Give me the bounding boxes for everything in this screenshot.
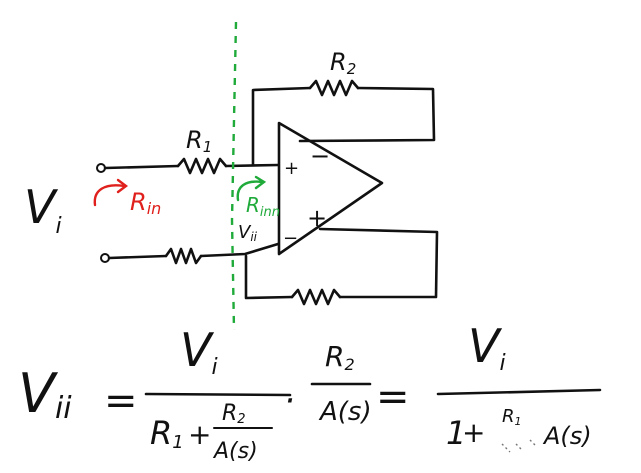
frac1-numerator: Vi (180, 323, 218, 380)
wire-bottom-input (107, 254, 168, 260)
frac3-den-r: R1 (502, 406, 522, 428)
circuit: + − + − (96, 79, 439, 306)
resistor-bottom (164, 247, 203, 265)
opamp-bottom-plus: + (307, 204, 327, 232)
eq-dot: · (284, 381, 295, 421)
feedback-top-left (251, 86, 312, 167)
frac3-den-one: 1 (446, 414, 466, 452)
arrow-r-inn (236, 175, 267, 202)
frac3-bar (436, 388, 602, 396)
frac2-numerator: R2 (325, 340, 355, 374)
frac1-bar (144, 392, 292, 397)
selection-dashes (501, 439, 537, 453)
opamp-top-inner-plus: + (284, 158, 299, 179)
wire-bottom-to-opamp (199, 242, 280, 258)
feedback-bottom-left (244, 254, 294, 300)
label-vii-node: Vii (238, 222, 258, 244)
equation: Vii = Vi R1 + R2 A(s) · R2 A(s) = Vi 1 +… (18, 319, 602, 464)
eq-equals-2: = (376, 374, 410, 420)
opamp-triangle (277, 121, 384, 256)
frac1-den-plus: + (188, 418, 211, 451)
opamp-top-minus: − (310, 142, 330, 170)
frac3-den-as: A(s) (542, 422, 592, 450)
opamp-bottom-inner-minus: − (283, 228, 298, 249)
circuit-labels: R1 R2 Vi Rin Rinn Vii (24, 48, 356, 244)
label-r1: R1 (186, 126, 212, 156)
label-r-inn: Rinn (246, 193, 280, 220)
wire-top-input (103, 164, 180, 170)
feedback-bottom-right (318, 227, 439, 299)
eq-equals-1: = (104, 378, 138, 424)
eq-lhs: Vii (18, 362, 72, 426)
frac1-den-r1: R1 (150, 414, 184, 453)
frac2-denominator: A(s) (318, 397, 372, 427)
resistor-r2-bottom (290, 288, 342, 306)
feedback-top-right (298, 86, 436, 143)
label-vi: Vi (24, 180, 62, 239)
label-r2: R2 (330, 48, 356, 78)
resistor-r1 (176, 157, 228, 175)
resistor-r2-top (308, 79, 360, 97)
frac1-den-r2: R2 (222, 401, 246, 427)
arrow-r-in (93, 178, 128, 207)
frac1-den-as: A(s) (212, 439, 258, 464)
green-dashed-boundary (230, 21, 238, 331)
label-r-in: Rin (130, 188, 161, 218)
frac3-den-plus: + (462, 416, 485, 449)
frac3-numerator: Vi (468, 319, 506, 376)
